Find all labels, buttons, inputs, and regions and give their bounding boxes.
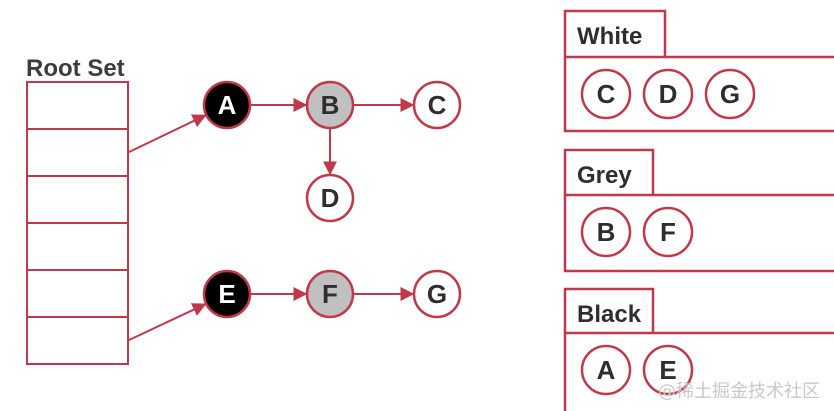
member-circle — [580, 206, 632, 258]
node-label: A — [218, 90, 237, 120]
set-member-d: D — [642, 68, 694, 120]
node-label: C — [428, 90, 447, 120]
member-label: G — [720, 79, 740, 109]
node-label: B — [321, 90, 340, 120]
set-tab — [563, 9, 667, 57]
root-slot-5 — [26, 316, 129, 365]
node-f: F — [305, 269, 355, 319]
set-body — [563, 55, 834, 133]
member-circle — [642, 68, 694, 120]
node-circle — [202, 269, 252, 319]
node-circle — [412, 80, 462, 130]
set-body — [563, 193, 834, 273]
edge-root-slot-1-A — [127, 114, 207, 154]
set-body — [563, 331, 834, 411]
node-a: A — [202, 80, 252, 130]
root-set-title: Root Set — [26, 55, 125, 82]
node-e: E — [202, 269, 252, 319]
node-circle — [305, 80, 355, 130]
set-title: White — [577, 23, 642, 50]
node-circle — [305, 173, 355, 223]
set-member-a: A — [580, 344, 632, 396]
member-circle — [642, 344, 694, 396]
set-member-c: C — [580, 68, 632, 120]
node-label: D — [321, 183, 340, 213]
member-label: C — [597, 79, 616, 109]
set-member-b: B — [580, 206, 632, 258]
set-member-g: G — [704, 68, 756, 120]
node-circle — [305, 269, 355, 319]
member-circle — [580, 344, 632, 396]
root-slot-0 — [26, 81, 129, 130]
node-b: B — [305, 80, 355, 130]
root-slot-2 — [26, 175, 129, 224]
edge-root-slot-5-E — [127, 303, 207, 342]
set-member-f: F — [642, 206, 694, 258]
member-label: A — [597, 355, 616, 385]
node-circle — [412, 269, 462, 319]
node-circle — [202, 80, 252, 130]
set-tab — [563, 148, 655, 195]
set-title: Black — [577, 301, 642, 328]
node-label: E — [218, 279, 235, 309]
node-g: G — [412, 269, 462, 319]
root-set — [26, 81, 129, 365]
member-label: B — [597, 217, 616, 247]
member-circle — [704, 68, 756, 120]
set-member-e: E — [642, 344, 694, 396]
watermark: @稀土掘金技术社区 — [658, 381, 820, 402]
set-tab — [563, 287, 655, 333]
set-title: Grey — [577, 162, 632, 189]
member-label: F — [660, 217, 676, 247]
edges — [127, 98, 415, 342]
node-label: G — [427, 279, 447, 309]
member-circle — [642, 206, 694, 258]
member-label: D — [659, 79, 678, 109]
member-label: E — [659, 355, 676, 385]
root-slot-4 — [26, 269, 129, 318]
root-slot-3 — [26, 222, 129, 271]
graph-nodes: A B C D E F G — [202, 80, 462, 319]
member-circle — [580, 68, 632, 120]
node-c: C — [412, 80, 462, 130]
root-slot-1 — [26, 128, 129, 177]
node-label: F — [322, 279, 338, 309]
node-d: D — [305, 173, 355, 223]
